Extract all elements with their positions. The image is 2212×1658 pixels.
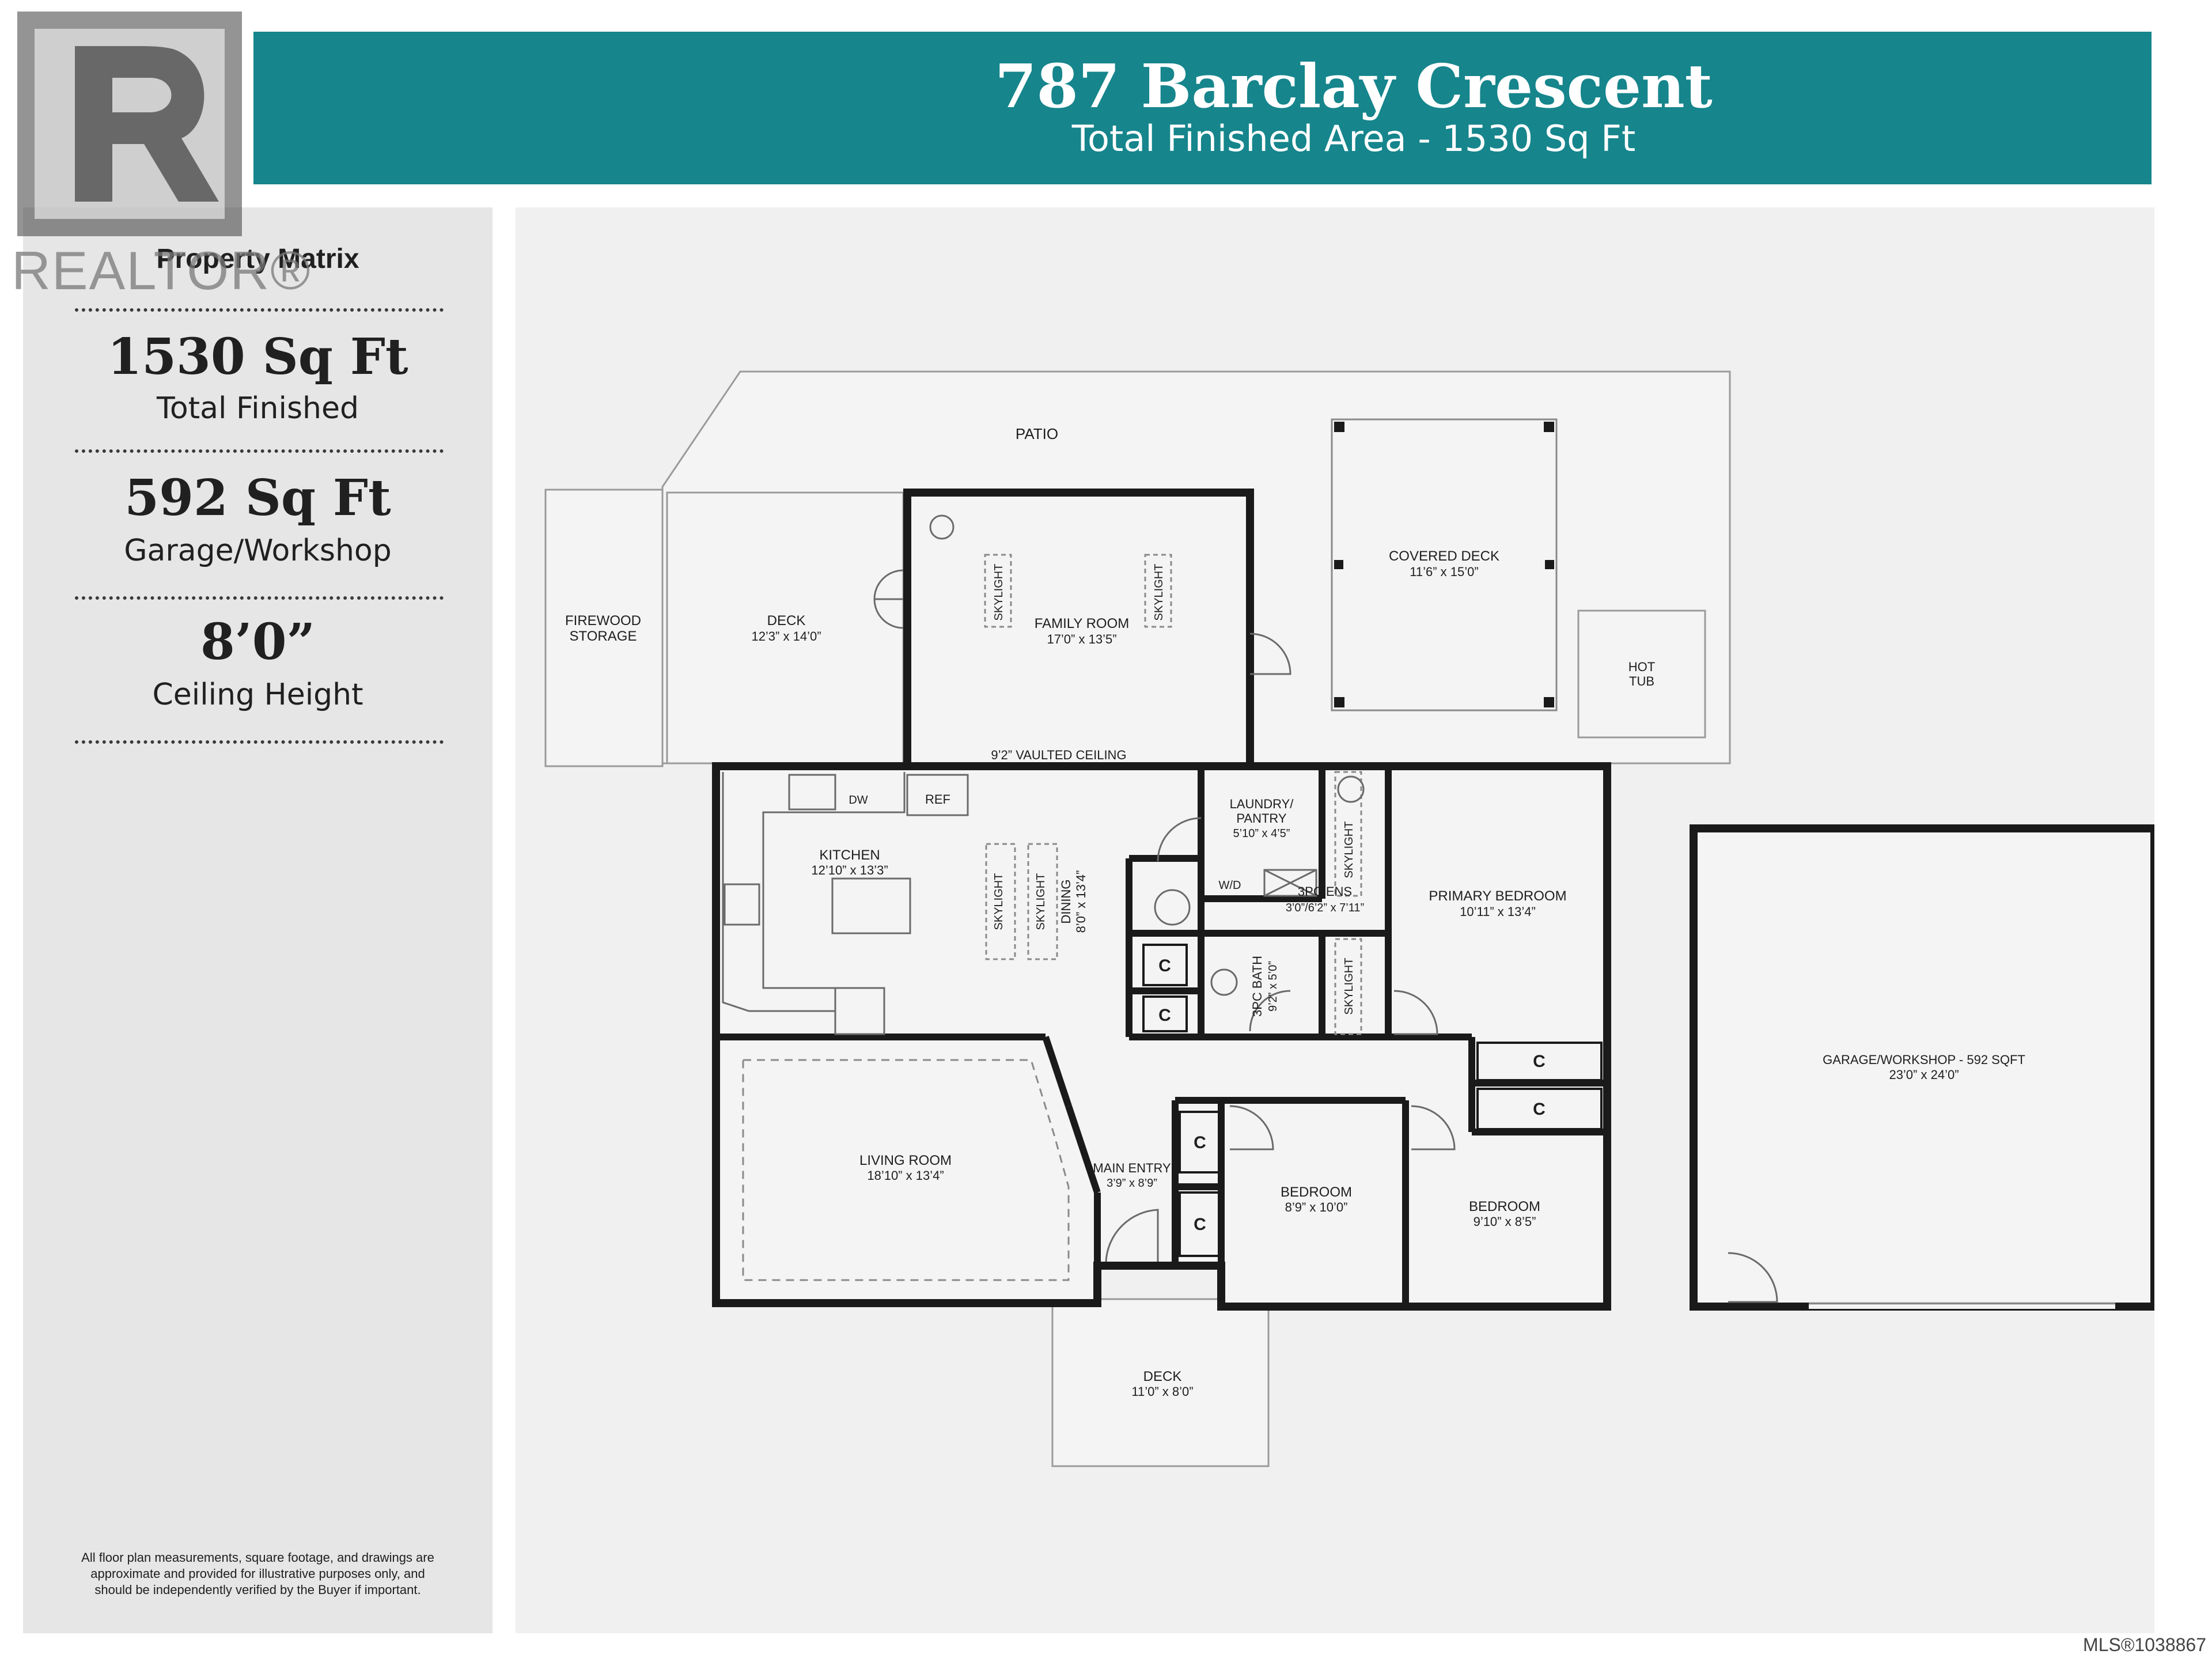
firewood-storage-outline xyxy=(544,489,664,767)
realtor-logo-text: REALTOR® xyxy=(12,240,312,301)
laundry-label: LAUNDRY/ xyxy=(1230,797,1294,811)
living-room-ceiling-outline xyxy=(742,1059,1070,1281)
stat-garage-value: 592 Sq Ft xyxy=(124,469,391,527)
floor-plan-panel: PATIO FIREWOOD STORAGE DECK 12’3” x 14’0… xyxy=(516,207,2154,1633)
covered-deck-dim: 11’6” x 15’0” xyxy=(1410,565,1478,579)
stat-ceiling-label: Ceiling Height xyxy=(152,677,363,712)
sink-icon xyxy=(1210,968,1238,996)
closet-label: C xyxy=(1533,1100,1546,1119)
bedroom-2-dim: 8’9” x 10’0” xyxy=(1285,1200,1348,1214)
disclaimer-text: All floor plan measurements, square foot… xyxy=(81,1550,434,1597)
garage-dim: 23’0” x 24’0” xyxy=(1889,1068,1959,1082)
laundry-dim: 5’10” x 4’5” xyxy=(1233,827,1290,840)
kitchen-counters xyxy=(722,772,969,1035)
toilet-icon xyxy=(1154,889,1191,926)
front-deck-dim: 11’0” x 8’0” xyxy=(1131,1384,1193,1399)
skylight-label: SKYLIGHT xyxy=(1153,564,1165,621)
firewood-label-2: STORAGE xyxy=(570,629,637,644)
divider xyxy=(75,308,444,312)
closet-label: C xyxy=(1194,1133,1206,1152)
dishwasher-label: DW xyxy=(849,794,868,807)
firewood-label: FIREWOOD xyxy=(565,613,641,629)
rear-deck-outline xyxy=(666,491,904,764)
stat-total-label: Total Finished xyxy=(157,391,359,426)
covered-deck-label: COVERED DECK xyxy=(1389,548,1499,564)
post xyxy=(1334,422,1344,432)
closet-label: C xyxy=(1533,1052,1546,1071)
bath-label: 3PC BATH xyxy=(1250,956,1264,1017)
door-swings xyxy=(873,569,1778,1303)
ensuite-dim: 3’0”/6’2” x 7’11” xyxy=(1286,902,1364,914)
dining-dim: 8’0” x 13’4” xyxy=(1074,870,1088,933)
mls-number: MLS®1038867 xyxy=(2083,1634,2206,1655)
front-deck-label: DECK xyxy=(1143,1369,1182,1384)
kitchen-label: KITCHEN xyxy=(819,847,880,863)
bedroom-3-label: BEDROOM xyxy=(1469,1199,1540,1214)
rear-deck-dim: 12’3” x 14’0” xyxy=(751,629,821,643)
divider xyxy=(75,449,444,453)
closet-label: C xyxy=(1158,1006,1171,1025)
skylight-label: SKYLIGHT xyxy=(993,564,1005,621)
closet-label: C xyxy=(1158,956,1171,975)
closet-label: C xyxy=(1194,1215,1206,1234)
shower-icon xyxy=(1263,869,1317,897)
patio-label: PATIO xyxy=(1016,425,1058,442)
floor-plan: PATIO FIREWOOD STORAGE DECK 12’3” x 14’0… xyxy=(544,370,2154,1467)
primary-bedroom-dim: 10’11” x 13’4” xyxy=(1460,904,1536,919)
divider xyxy=(75,740,444,744)
ensuite-label: 3PC ENS xyxy=(1298,884,1352,899)
hot-tub-outline xyxy=(1577,610,1706,739)
dining-label: DINING xyxy=(1059,880,1073,924)
page-subtitle: Total Finished Area - 1530 Sq Ft xyxy=(1071,118,1636,160)
laundry-label-2: PANTRY xyxy=(1236,811,1287,826)
family-room-dim: 17’0” x 13’5” xyxy=(1047,632,1116,646)
garage-label: GARAGE/WORKSHOP - 592 SQFT xyxy=(1823,1053,2025,1067)
page-title: 787 Barclay Crescent xyxy=(995,51,1713,122)
post xyxy=(1544,697,1554,707)
vaulted-ceiling-label: 9’2” VAULTED CEILING xyxy=(991,748,1126,762)
skylight-label: SKYLIGHT xyxy=(1035,873,1047,930)
washer-dryer-label: W/D xyxy=(1219,879,1241,892)
post xyxy=(1544,422,1554,432)
skylight-label: SKYLIGHT xyxy=(1343,958,1355,1015)
skylight-label: SKYLIGHT xyxy=(993,873,1005,930)
living-room-dim: 18’10” x 13’4” xyxy=(867,1168,944,1183)
bath-dim: 9’2” x 5’0” xyxy=(1267,961,1279,1012)
post xyxy=(1545,560,1554,569)
main-entry-dim: 3’9” x 8’9” xyxy=(1107,1177,1157,1190)
sink-icon xyxy=(1337,775,1365,803)
skylights xyxy=(984,554,1362,1035)
bedroom-3-dim: 9’10” x 8’5” xyxy=(1474,1214,1536,1229)
hot-tub-label-2: TUB xyxy=(1629,674,1654,688)
hot-tub-label: HOT xyxy=(1628,660,1655,674)
post xyxy=(1334,560,1343,569)
property-matrix-panel: Property Matrix 1530 Sq Ft Total Finishe… xyxy=(23,207,493,1633)
skylight-label: SKYLIGHT xyxy=(1343,822,1355,879)
stat-total-value: 1530 Sq Ft xyxy=(107,328,408,386)
main-entry-label: MAIN ENTRY xyxy=(1093,1161,1171,1175)
interior-walls xyxy=(716,766,1607,1307)
closets xyxy=(1142,944,1603,1257)
covered-deck-outline xyxy=(1331,418,1558,711)
stat-ceiling-value: 8’0” xyxy=(200,613,316,671)
post xyxy=(1334,697,1344,707)
fridge-label: REF xyxy=(925,792,950,807)
kitchen-dim: 12’10” x 13’3” xyxy=(811,863,888,877)
header-banner xyxy=(253,32,2152,184)
family-room-label: FAMILY ROOM xyxy=(1035,616,1129,631)
rear-deck-label: DECK xyxy=(767,613,806,629)
realtor-logo xyxy=(17,12,242,236)
front-deck-outline xyxy=(1051,1298,1270,1467)
bedroom-2-label: BEDROOM xyxy=(1281,1184,1352,1200)
divider xyxy=(75,596,444,600)
primary-bedroom-label: PRIMARY BEDROOM xyxy=(1429,888,1566,904)
stove-vent-icon xyxy=(929,514,955,540)
living-room-label: LIVING ROOM xyxy=(859,1153,952,1168)
property-matrix-title: Property Matrix xyxy=(156,244,359,274)
stat-garage-label: Garage/Workshop xyxy=(124,533,392,568)
family-room-walls xyxy=(903,489,1254,770)
